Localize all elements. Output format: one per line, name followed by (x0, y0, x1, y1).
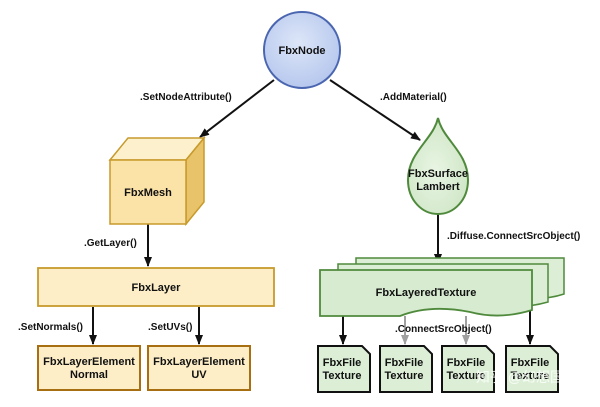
node-layer-element-uv: FbxLayerElement UV (147, 345, 251, 391)
node-layer-element-normal-line1: FbxLayerElement (43, 356, 135, 368)
file-texture-1-line1: FbxFile (323, 357, 362, 369)
file-texture-4-line2: Texture (511, 370, 550, 382)
label-get-layer: .GetLayer() (84, 238, 137, 249)
node-layer-element-uv-line1: FbxLayerElement (153, 356, 245, 368)
node-file-texture-4: FbxFile Texture (505, 345, 559, 393)
node-fbxsurface-line2: Lambert (416, 181, 460, 193)
node-file-texture-2: FbxFile Texture (379, 345, 433, 393)
file-texture-1-line2: Texture (323, 370, 362, 382)
label-set-uvs: .SetUVs() (148, 322, 192, 333)
label-connect-src-object: .ConnectSrcObject() (395, 324, 492, 335)
file-texture-2-line1: FbxFile (385, 357, 424, 369)
node-fbxsurface-lambert: FbxSurface Lambert (406, 117, 470, 216)
file-texture-3-line2: Texture (447, 370, 486, 382)
node-fbxnode-label: FbxNode (278, 45, 325, 57)
node-fbxlayeredtexture-label: FbxLayeredTexture (376, 287, 477, 299)
node-layer-element-normal: FbxLayerElement Normal (37, 345, 141, 391)
node-fbxnode: FbxNode (263, 11, 341, 89)
edge-add-material (329, 79, 421, 141)
file-texture-2-line2: Texture (385, 370, 424, 382)
label-add-material: .AddMaterial() (380, 92, 447, 103)
node-layer-element-uv-line2: UV (191, 369, 207, 381)
node-fbxlayeredtexture: FbxLayeredTexture (319, 257, 565, 317)
label-set-normals: .SetNormals() (18, 322, 83, 333)
node-file-texture-1: FbxFile Texture (317, 345, 371, 393)
label-set-node-attribute: .SetNodeAttribute() (140, 92, 232, 103)
node-fbxmesh-label: FbxMesh (124, 187, 172, 199)
watermark-text: 知乎 @幻想国搬草 (476, 369, 592, 385)
node-file-texture-3: FbxFile Texture (441, 345, 495, 393)
node-fbxlayer-label: FbxLayer (132, 282, 182, 294)
label-diffuse-connect: .Diffuse.ConnectSrcObject() (447, 231, 580, 242)
node-fbxlayer: FbxLayer (37, 267, 275, 307)
node-layer-element-normal-line2: Normal (70, 369, 108, 381)
edge-set-node-attribute (199, 79, 275, 138)
file-texture-3-line1: FbxFile (447, 357, 486, 369)
node-fbxsurface-line1: FbxSurface (408, 168, 468, 180)
file-texture-4-line1: FbxFile (511, 357, 550, 369)
node-fbxmesh: FbxMesh (108, 135, 206, 227)
